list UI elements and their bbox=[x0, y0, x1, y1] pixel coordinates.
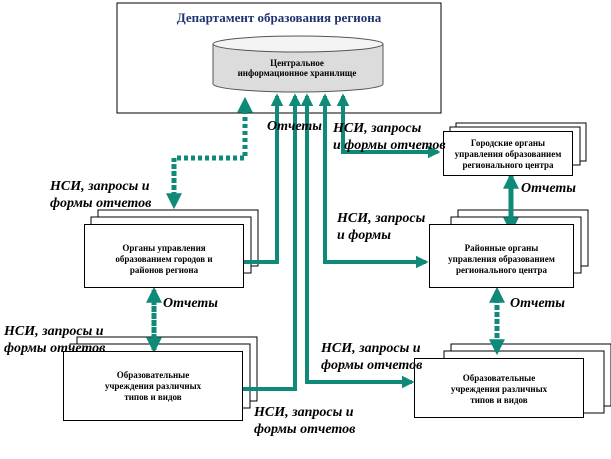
label-nsi-municipal: НСИ, запросы и формы отчетов bbox=[50, 179, 152, 211]
storage-label: Центральное информационное хранилище bbox=[237, 58, 357, 78]
institutions-right-label: Образовательные учреждения различных тип… bbox=[450, 373, 548, 405]
institutions-left-label: Образовательные учреждения различных тип… bbox=[104, 370, 202, 402]
label-nsi-right-inst: НСИ, запросы и формы отчетов bbox=[321, 341, 423, 373]
arrow-storage-to-district bbox=[323, 96, 429, 269]
label-nsi-city: НСИ, запросы и формы отчетов bbox=[333, 121, 446, 153]
municipal-bodies-box: Органы управления образованием городов и… bbox=[84, 224, 244, 288]
municipal-bodies-label: Органы управления образованием городов и… bbox=[115, 243, 213, 275]
label-nsi-district: НСИ, запросы и формы bbox=[337, 211, 426, 243]
department-title: Департамент образования региона bbox=[176, 10, 382, 25]
city-bodies-box: Городские органы управления образованием… bbox=[443, 131, 573, 176]
label-reports-right: Отчеты bbox=[510, 296, 565, 311]
storage-cylinder bbox=[212, 35, 384, 93]
arrow-storage-to-municipal bbox=[229, 96, 279, 269]
label-reports-center: Отчеты bbox=[267, 119, 322, 134]
district-bodies-label: Районные органы управления образованием … bbox=[448, 243, 555, 275]
institutions-right-box: Образовательные учреждения различных тип… bbox=[414, 358, 584, 418]
arrow-storage-to-right-inst bbox=[305, 96, 415, 389]
label-reports-municipal: Отчеты bbox=[163, 296, 218, 311]
city-bodies-label: Городские органы управления образованием… bbox=[454, 138, 562, 170]
arrow-storage-to-left-inst bbox=[215, 96, 297, 396]
institutions-left-box: Образовательные учреждения различных тип… bbox=[63, 351, 243, 421]
dotted-arrow-municipal-to-storage bbox=[171, 96, 254, 204]
label-nsi-left-inst: НСИ, запросы и формы отчетов bbox=[4, 324, 106, 356]
label-nsi-bottom: НСИ, запросы и формы отчетов bbox=[254, 405, 356, 437]
district-bodies-box: Районные органы управления образованием … bbox=[429, 224, 574, 288]
label-reports-district: Отчеты bbox=[521, 181, 576, 196]
